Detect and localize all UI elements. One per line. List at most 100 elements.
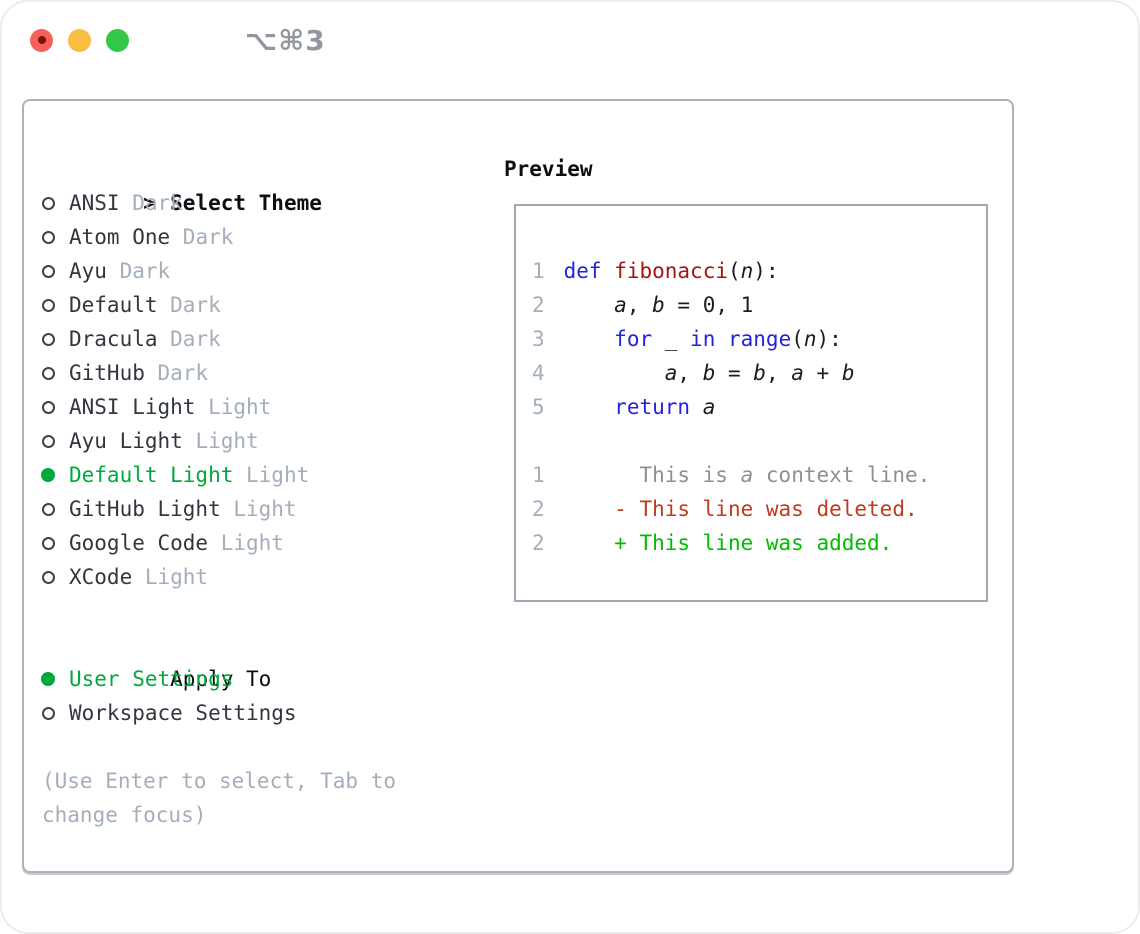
diff-sample: 1 This is a context line. 2 - This line w… (532, 458, 976, 560)
theme-option[interactable]: GitHub Dark (42, 356, 492, 390)
theme-option-label: ANSI Light (69, 395, 196, 419)
keyboard-hint-line2: change focus) (42, 803, 207, 827)
theme-variant-tag: Light (144, 565, 209, 589)
maximize-button[interactable] (106, 28, 129, 52)
code-token: b (753, 361, 766, 385)
code-token: b (702, 361, 716, 385)
line-number: 3 (532, 327, 545, 351)
theme-option[interactable]: Ayu Light Light (42, 424, 492, 458)
code-token: a (614, 293, 627, 317)
line-number: 2 (532, 293, 545, 317)
theme-option-label: ANSI (69, 191, 120, 215)
radio-unselected-icon (42, 390, 69, 424)
theme-variant-tag: Dark (157, 361, 209, 385)
keyboard-hint-line1: (Use Enter to select, Tab to (42, 769, 397, 793)
code-token: + This line was added. (563, 531, 893, 555)
radio-unselected-icon (42, 186, 69, 220)
code-token (602, 259, 615, 283)
code-token: def (563, 259, 602, 283)
code-token (690, 395, 703, 419)
line-number: 2 (532, 531, 545, 555)
code-token: + (803, 361, 842, 385)
code-token: This is (563, 463, 741, 487)
line-number: 4 (532, 361, 545, 385)
line-number: 5 (532, 395, 545, 419)
theme-option[interactable]: GitHub Light Light (42, 492, 492, 526)
theme-option[interactable]: Default Dark (42, 288, 492, 322)
apply-option[interactable]: Workspace Settings (42, 696, 492, 730)
theme-option[interactable]: ANSI Light Light (42, 390, 492, 424)
code-token: in (690, 327, 716, 351)
radio-unselected-icon (42, 526, 69, 560)
theme-option-label: Dracula (69, 327, 158, 351)
spacer (42, 730, 492, 764)
radio-selected-icon (41, 662, 69, 696)
spacer (42, 594, 492, 628)
code-token: a (740, 463, 754, 487)
theme-variant-tag: Light (233, 497, 297, 521)
close-button[interactable] (30, 28, 53, 52)
code-token: , (626, 293, 653, 317)
code-token: a (702, 395, 716, 419)
code-token: - This line was deleted. (563, 497, 918, 521)
code-token: range (728, 327, 792, 351)
theme-option-label: XCode (69, 565, 133, 589)
code-token: ( (727, 259, 741, 283)
theme-variant-tag: Light (195, 429, 259, 453)
line-number: 2 (532, 497, 545, 521)
apply-to-header-row: Apply To (42, 628, 492, 691)
radio-unselected-icon (42, 560, 69, 594)
theme-variant-tag: Dark (170, 327, 221, 351)
line-number: 1 (532, 259, 545, 283)
prompt-icon: > (143, 191, 156, 215)
code-token: = 0, 1 (664, 293, 754, 317)
radio-unselected-icon (42, 288, 69, 322)
code-token: context line. (753, 463, 931, 487)
radio-selected-icon (41, 458, 69, 492)
code-token: fibonacci (614, 259, 728, 283)
theme-option-label: GitHub Light (69, 497, 221, 521)
theme-variant-tag: Light (208, 395, 272, 419)
apply-option-label: Workspace Settings (69, 701, 297, 725)
code-token: a (791, 361, 804, 385)
theme-variant-tag: Dark (170, 293, 221, 317)
theme-list-header-row: > Select Theme (42, 152, 492, 215)
theme-option[interactable]: XCode Light (42, 560, 492, 594)
theme-option-label: Ayu (69, 259, 107, 283)
theme-option-label: GitHub (69, 361, 145, 385)
code-token: n (803, 327, 817, 351)
code-line: 1 def fibonacci(n): (532, 254, 976, 288)
code-token: = (715, 361, 754, 385)
theme-option-label: Google Code (69, 531, 209, 555)
radio-unselected-icon (42, 492, 69, 526)
code-token: , (765, 361, 792, 385)
diff-line-context: 1 This is a context line. (532, 458, 976, 492)
theme-option[interactable]: Dracula Dark (42, 322, 492, 356)
radio-unselected-icon (42, 424, 69, 458)
apply-option-label: User Settings (69, 667, 234, 691)
line-number: 1 (532, 463, 545, 487)
close-dot-icon (37, 36, 46, 44)
apply-option[interactable]: User Settings (41, 662, 492, 696)
theme-option-label: Ayu Light (69, 429, 183, 453)
code-token: _ (652, 327, 691, 351)
code-token: n (740, 259, 754, 283)
radio-unselected-icon (42, 696, 69, 730)
minimize-button[interactable] (68, 28, 91, 52)
theme-list-title: Select Theme (170, 191, 322, 215)
code-token: ): (753, 259, 779, 283)
theme-option-label: Default (69, 293, 158, 317)
code-token (564, 293, 615, 317)
apply-to-title: Apply To (170, 667, 272, 691)
code-token: , (677, 361, 703, 385)
